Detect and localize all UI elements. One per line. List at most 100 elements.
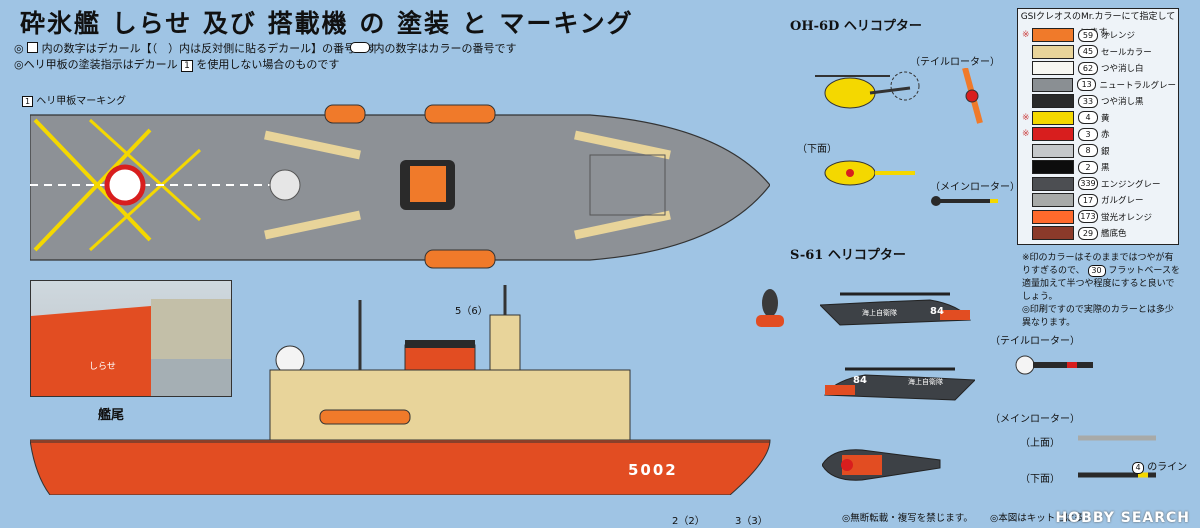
color-number: 45 [1078, 45, 1098, 58]
s61-left-kanji: 海上自衛隊 [862, 309, 897, 317]
legend-footnote: ※印のカラーはそのままではつやが有りすぎるので、 30 フラットベースを適量加え… [1022, 252, 1182, 330]
color-swatch [1032, 61, 1074, 75]
color-swatch [1032, 193, 1074, 207]
legend-mark: ※ [1022, 129, 1030, 139]
oh6d-side-view [815, 68, 983, 124]
stern-photo-image [31, 299, 231, 396]
stern-photo: しらせ [30, 280, 232, 397]
s61-line-num: 4 [1132, 462, 1144, 474]
stern-name: しらせ [89, 362, 116, 372]
color-name: 黒 [1101, 163, 1110, 173]
lifeboat [424, 249, 496, 269]
s61-left-number: 84 [930, 306, 944, 317]
legend-footnote-2: フラットベースを適量加えて半つや程度にすると良いでしょう。 [1022, 266, 1180, 302]
s61-right-view [824, 367, 975, 401]
s61-top-face-label: （上面） [1020, 438, 1060, 449]
color-name: エンジングレー [1101, 179, 1161, 190]
decal-ref-3: 3（3） [735, 516, 768, 527]
oh6d-main-rotor-label: （メインローター） [930, 182, 1020, 193]
color-swatch [1032, 143, 1074, 158]
color-number: 29 [1078, 226, 1098, 240]
s61-front-view [756, 289, 784, 327]
deck-stripe [33, 128, 152, 252]
decal-ref-5-6: 5（6） [455, 306, 488, 317]
color-swatch [1032, 110, 1074, 125]
s61-top-view [822, 449, 941, 481]
color-number: 8 [1078, 144, 1098, 157]
color-name: セールカラー [1101, 47, 1152, 58]
s61-main-rotor-blades [1078, 435, 1156, 478]
hatch [589, 154, 666, 216]
color-swatch [1032, 127, 1074, 141]
legend-footnote-num: 30 [1087, 265, 1106, 277]
crane-arm [574, 130, 671, 160]
ship-top-view [30, 104, 770, 269]
oh6d-title: OH-6D ヘリコプター [790, 19, 922, 34]
color-name: つや消し黒 [1101, 97, 1144, 107]
color-number: 17 [1078, 193, 1098, 207]
oh6d-tail-boom [869, 86, 911, 95]
deck-stripe [88, 148, 202, 252]
color-name: つや消し白 [1101, 64, 1144, 74]
color-swatch [1032, 94, 1074, 108]
legend-footnote-3: ◎印刷ですので実際のカラーとは多少異なります。 [1022, 305, 1174, 328]
s61-tail-rotor-label: （テイルローター） [990, 336, 1080, 347]
s61-line-text: のライン [1147, 462, 1188, 473]
s61-tail-rotor [1015, 355, 1093, 375]
color-oval-icon [350, 42, 370, 53]
decal-note: ◎ 内の数字はデカール【（ ）内は反対側に貼るデカール】の番号です [14, 42, 378, 55]
heli-landing-circle [104, 164, 146, 206]
color-number: 173 [1078, 210, 1098, 223]
bridge-mast [489, 314, 521, 376]
stern-caption: 艦尾 [98, 408, 125, 423]
color-swatch [1032, 28, 1074, 42]
color-number: 4 [1078, 111, 1098, 124]
heli-deck-note-tail: を使用しない場合のものです [196, 58, 340, 71]
color-swatch [1031, 77, 1073, 92]
legend-footnote-1: ※印のカラーはそのままではつやが有りすぎるので、 [1022, 253, 1174, 276]
s61-title: S-61 ヘリコプター [790, 248, 906, 263]
color-name: ガルグレー [1101, 196, 1144, 206]
oh6d-tail-rotor-label: （テイルローター） [910, 57, 1000, 68]
watermark-text: HOBBY SEARCH [1055, 510, 1190, 526]
decal-note-text: 内の数字はデカール【（ ）内は反対側に貼るデカール】の番号です [41, 42, 378, 55]
oh6d-tail-zoom [890, 71, 920, 101]
color-swatch [1032, 209, 1074, 224]
color-swatch [1032, 160, 1074, 174]
s61-bottom-face-label: （下面） [1020, 474, 1060, 485]
deck-marking-text: ヘリ甲板マーキング [36, 96, 126, 107]
s61-right-kanji: 海上自衛隊 [908, 378, 943, 386]
superstructure [269, 369, 631, 441]
color-name: 銀 [1101, 146, 1110, 157]
color-swatch [1032, 176, 1074, 191]
footer-kit-note: ◎本図はキットとは多少異なる部分があります。 [990, 513, 1082, 524]
s61-left-view [820, 292, 971, 326]
s61-main-rotor-label: （メインローター） [990, 414, 1080, 425]
color-number: 3 [1078, 127, 1098, 141]
funnel-orange [410, 166, 446, 202]
page-title: 砕氷艦 しらせ 及び 搭載機 の 塗装 と マーキング [20, 9, 634, 38]
heli-deck-decal-num: 1 [181, 60, 193, 72]
deck-marking-label: 1 ヘリ甲板マーキング [22, 92, 126, 107]
color-name: 蛍光オレンジ [1101, 212, 1153, 223]
color-note-text: 内の数字はカラーの番号です [373, 42, 517, 55]
crane-arm [264, 210, 361, 240]
heli-deck-note: ◎ヘリ甲板の塗装指示はデカール 1 を使用しない場合のものです [14, 58, 340, 72]
hull [30, 439, 771, 495]
deck-stripe [88, 118, 202, 222]
crane-arm [574, 210, 671, 240]
oh6d-bottom-label: （下面） [797, 144, 837, 155]
oh6d-tail-hub [965, 89, 979, 103]
